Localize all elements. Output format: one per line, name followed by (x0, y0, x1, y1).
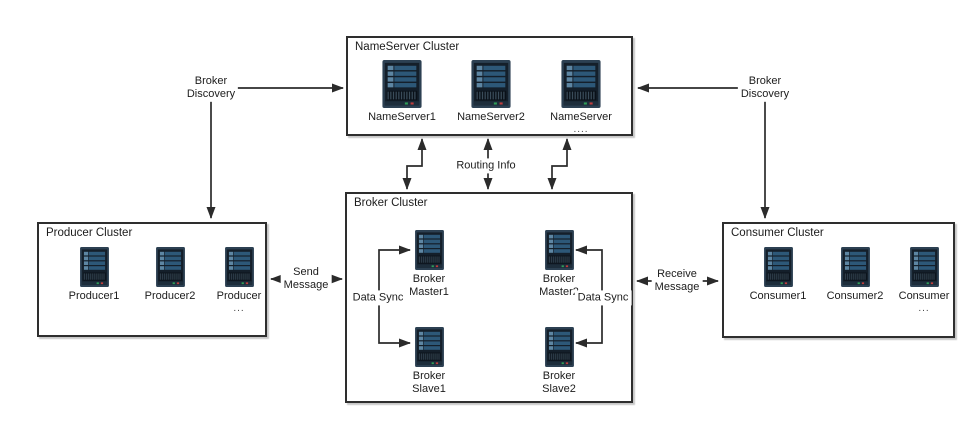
node-label: NameServer2 (457, 111, 525, 123)
node-consumer-n: Consumer ... (879, 247, 969, 314)
node-nameserver-n: NameServer .... (536, 60, 626, 135)
server-icon (840, 247, 870, 287)
node-ellipsis: ... (918, 302, 930, 314)
node-label: Broker Slave1 (412, 370, 446, 395)
node-nameserver1: NameServer1 (357, 60, 447, 124)
edge-label-routing-info: Routing Info (453, 158, 519, 174)
node-label: Consumer1 (749, 290, 807, 302)
node-label: Broker Slave2 (542, 370, 576, 395)
edge-label-data-sync-right: Data Sync (574, 290, 632, 306)
server-icon (763, 247, 793, 287)
server-icon (544, 230, 574, 270)
server-icon (414, 327, 444, 367)
producer-cluster-box: Producer Cluster Producer1 Producer2 Pro… (37, 222, 267, 337)
node-label: Broker Master2 (539, 273, 579, 298)
edge-routing-info-left (402, 138, 427, 190)
node-label: Producer2 (144, 290, 196, 302)
edge-routing-info-right (547, 138, 572, 190)
edge-label-broker-discovery-left: Broker Discovery (183, 73, 239, 103)
nameserver-cluster-title: NameServer Cluster (355, 41, 460, 53)
edge-label-data-sync-left: Data Sync (349, 290, 407, 306)
node-label: NameServer (550, 111, 612, 123)
server-icon (381, 60, 423, 108)
node-label: Consumer2 (826, 290, 884, 302)
node-label: Broker Master1 (409, 273, 449, 298)
server-icon (224, 247, 254, 287)
server-icon (909, 247, 939, 287)
node-label: Consumer (898, 290, 950, 302)
consumer-cluster-box: Consumer Cluster Consumer1 Consumer2 Con… (722, 222, 955, 338)
broker-cluster-title: Broker Cluster (354, 197, 428, 209)
edge-label-send-message: Send Message (280, 264, 332, 294)
node-label: Producer (216, 290, 262, 302)
node-ellipsis: .... (573, 123, 589, 135)
node-consumer2: Consumer2 (810, 247, 900, 303)
server-icon (79, 247, 109, 287)
node-broker-slave2: Broker Slave2 (514, 327, 604, 396)
node-label: NameServer1 (368, 111, 436, 123)
node-ellipsis: ... (233, 302, 245, 314)
edge-label-broker-discovery-right: Broker Discovery (737, 73, 793, 103)
consumer-cluster-title: Consumer Cluster (731, 227, 824, 239)
server-icon (155, 247, 185, 287)
node-label: Producer1 (68, 290, 120, 302)
node-nameserver2: NameServer2 (446, 60, 536, 124)
server-icon (470, 60, 512, 108)
node-producer-n: Producer ... (194, 247, 284, 314)
node-producer2: Producer2 (125, 247, 215, 303)
node-broker-master1: Broker Master1 (384, 230, 474, 299)
server-icon (544, 327, 574, 367)
producer-cluster-title: Producer Cluster (46, 227, 133, 239)
node-producer1: Producer1 (49, 247, 139, 303)
edge-label-receive-message: Receive Message (651, 266, 703, 296)
server-icon (560, 60, 602, 108)
node-consumer1: Consumer1 (733, 247, 823, 303)
node-broker-master2: Broker Master2 (514, 230, 604, 299)
server-icon (414, 230, 444, 270)
node-broker-slave1: Broker Slave1 (384, 327, 474, 396)
nameserver-cluster-box: NameServer Cluster NameServer1 NameServe… (346, 36, 633, 136)
